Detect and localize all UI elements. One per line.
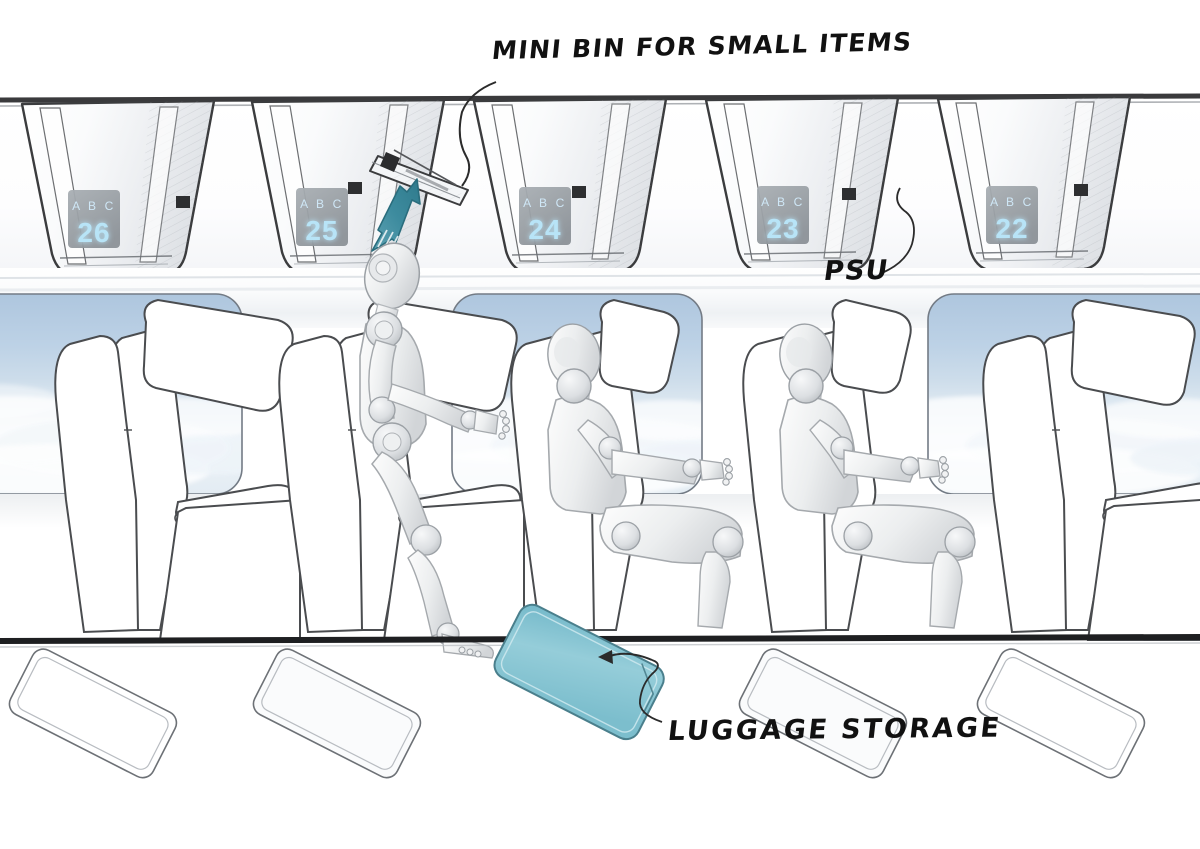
placard-seats-25: A B C: [300, 197, 344, 211]
psu-placard-22: A B C 22: [986, 186, 1038, 244]
leader-luggage-arrow-shaft: [609, 652, 653, 661]
luggage-bag-3-highlighted[interactable]: [490, 600, 669, 744]
luggage-bag-2[interactable]: [249, 645, 424, 782]
overhead-bin-23[interactable]: A B C 23: [704, 96, 900, 274]
placard-row-25: 25: [305, 215, 338, 246]
overhead-bin-row: A B C 26 A B C 25: [20, 95, 1132, 278]
luggage-bag-5[interactable]: [973, 645, 1148, 782]
seat-row: [54, 298, 1200, 641]
placard-seats-24: A B C: [523, 196, 567, 210]
annotation-luggage-storage-label: LUGGAGE STORAGE: [666, 712, 1004, 747]
overhead-bin-26[interactable]: A B C 26: [20, 99, 216, 278]
leader-psu: [883, 187, 915, 273]
placard-seats-26: A B C: [72, 199, 116, 213]
psu-placard-26: A B C 26: [68, 190, 120, 248]
annotation-leaders: [458, 81, 915, 723]
psu-placard-25: A B C 25: [296, 188, 348, 246]
placard-row-26: 26: [77, 217, 110, 248]
luggage-bag-4[interactable]: [735, 645, 910, 782]
placard-row-23: 23: [766, 213, 799, 244]
luggage-row: [5, 600, 1148, 782]
psu-placard-24: A B C 24: [519, 187, 571, 245]
annotation-psu-label: PSU: [821, 254, 891, 287]
seat-25[interactable]: [278, 298, 525, 641]
overhead-bin-22[interactable]: A B C 22: [936, 95, 1132, 273]
placard-row-22: 22: [995, 213, 1028, 244]
mannequin-standing: [359, 242, 510, 659]
placard-seats-22: A B C: [990, 195, 1034, 209]
mannequin-seated-23: [779, 323, 976, 629]
mannequin-seated-24: [547, 323, 744, 629]
seat-26[interactable]: [54, 298, 301, 641]
leader-luggage: [639, 659, 663, 723]
luggage-bag-1[interactable]: [5, 645, 180, 782]
placard-row-24: 24: [528, 214, 561, 245]
seat-22[interactable]: [982, 298, 1200, 641]
leader-mini-bin: [458, 81, 497, 187]
placard-seats-23: A B C: [761, 195, 805, 209]
mini-bin-tray[interactable]: [369, 149, 469, 206]
leader-luggage-arrowhead: [598, 650, 613, 664]
overhead-bin-24[interactable]: A B C 24: [472, 97, 668, 275]
psu-placard-23: A B C 23: [757, 186, 809, 244]
